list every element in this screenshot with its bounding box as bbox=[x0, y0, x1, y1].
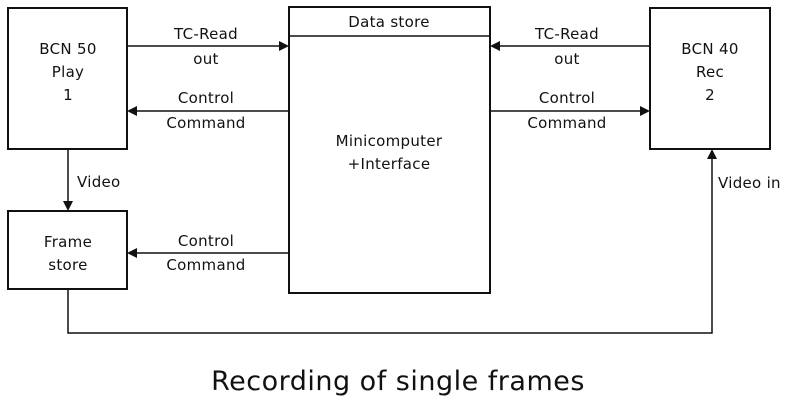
frame-store-label-line2: store bbox=[48, 256, 87, 274]
data-store-label: Data store bbox=[348, 13, 430, 31]
tc-readout-right-label-line1: TC-Read bbox=[534, 25, 599, 43]
video-in-label: Video in bbox=[718, 174, 781, 192]
control-command-player-label-line2: Command bbox=[166, 114, 245, 132]
tc-readout-left-arrow: TC-Read out bbox=[127, 25, 289, 68]
control-command-player-label-line1: Control bbox=[178, 89, 234, 107]
player-block: BCN 50 Play 1 bbox=[7, 7, 128, 150]
minicomputer-block: Data store Minicomputer +Interface bbox=[288, 6, 491, 294]
diagram-caption: Recording of single frames bbox=[211, 366, 585, 397]
recorder-block: BCN 40 Rec 2 bbox=[649, 7, 771, 150]
tc-readout-left-label-line1: TC-Read bbox=[173, 25, 238, 43]
recorder-label-model: BCN 40 bbox=[681, 40, 738, 58]
tc-readout-left-label-line2: out bbox=[193, 50, 218, 68]
video-arrow: Video bbox=[63, 149, 121, 211]
player-label-model: BCN 50 bbox=[39, 40, 96, 58]
video-label: Video bbox=[77, 173, 121, 191]
control-command-frame-store-label-line2: Command bbox=[166, 256, 245, 274]
minicomputer-label: Minicomputer bbox=[336, 132, 443, 150]
tc-readout-right-label-line2: out bbox=[554, 50, 579, 68]
control-command-player-arrow: Control Command bbox=[127, 89, 289, 132]
interface-label: +Interface bbox=[348, 155, 431, 173]
control-command-frame-store-arrow: Control Command bbox=[127, 232, 289, 274]
recorder-label-mode: Rec bbox=[696, 63, 724, 81]
control-command-recorder-arrow: Control Command bbox=[490, 89, 650, 132]
tc-readout-right-arrow: TC-Read out bbox=[490, 25, 650, 68]
video-in-arrow: Video in bbox=[67, 149, 781, 334]
control-command-recorder-label-line2: Command bbox=[527, 114, 606, 132]
frame-store-block: Frame store bbox=[7, 210, 128, 290]
frame-store-label-line1: Frame bbox=[44, 233, 92, 251]
control-command-frame-store-label-line1: Control bbox=[178, 232, 234, 250]
player-label-mode: Play bbox=[52, 63, 84, 81]
recorder-label-number: 2 bbox=[705, 86, 715, 104]
player-label-number: 1 bbox=[63, 86, 73, 104]
control-command-recorder-label-line1: Control bbox=[539, 89, 595, 107]
